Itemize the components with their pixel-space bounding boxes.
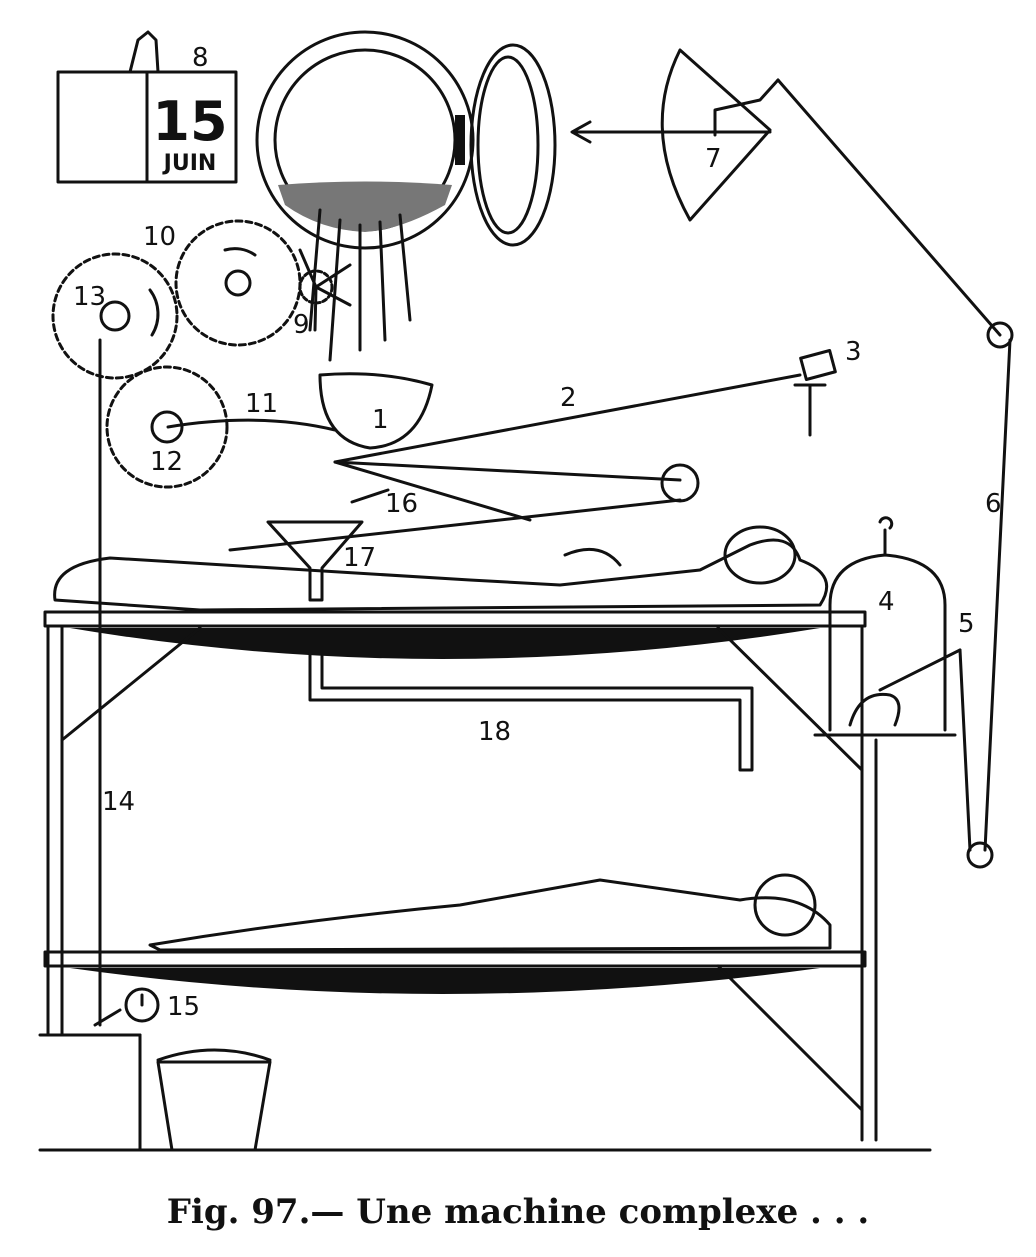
label-8: 8 bbox=[192, 43, 209, 73]
label-17: 17 bbox=[343, 543, 376, 573]
label-9: 9 bbox=[293, 310, 310, 340]
part-labels: 1 2 3 4 5 6 7 8 9 10 11 12 13 14 15 16 1… bbox=[73, 43, 1002, 1022]
gear-train bbox=[51, 219, 352, 489]
label-18: 18 bbox=[478, 717, 511, 747]
label-16: 16 bbox=[385, 489, 418, 519]
crossbow-arrow bbox=[570, 48, 780, 222]
lever-mechanism bbox=[166, 348, 837, 552]
label-4: 4 bbox=[878, 587, 895, 617]
bunk-bed bbox=[38, 610, 932, 1152]
calendar: 15 JUIN bbox=[56, 30, 238, 184]
machine-illustration: 15 JUIN bbox=[38, 30, 1014, 1152]
label-13: 13 bbox=[73, 282, 106, 312]
label-5: 5 bbox=[958, 609, 975, 639]
label-12: 12 bbox=[150, 447, 183, 477]
upper-sleeper bbox=[53, 525, 829, 612]
label-14: 14 bbox=[102, 787, 135, 817]
funnel-pipe bbox=[266, 520, 754, 772]
calendar-day: 15 bbox=[152, 90, 227, 153]
label-10: 10 bbox=[143, 222, 176, 252]
figure-caption: Fig. 97.— Une machine complexe . . . bbox=[166, 1192, 870, 1232]
pulley-rope bbox=[776, 78, 1014, 869]
bucket bbox=[156, 1048, 272, 1152]
label-1: 1 bbox=[372, 405, 389, 435]
label-2: 2 bbox=[560, 383, 577, 413]
label-7: 7 bbox=[705, 144, 722, 174]
label-15: 15 bbox=[167, 992, 200, 1022]
birdcage bbox=[813, 516, 962, 737]
label-6: 6 bbox=[985, 489, 1002, 519]
calendar-month: JUIN bbox=[162, 151, 217, 176]
alarm-clock bbox=[93, 338, 160, 1027]
water-tank-porthole bbox=[255, 30, 557, 362]
lower-sleeper bbox=[148, 873, 832, 952]
label-11: 11 bbox=[245, 389, 278, 419]
label-3: 3 bbox=[845, 337, 862, 367]
